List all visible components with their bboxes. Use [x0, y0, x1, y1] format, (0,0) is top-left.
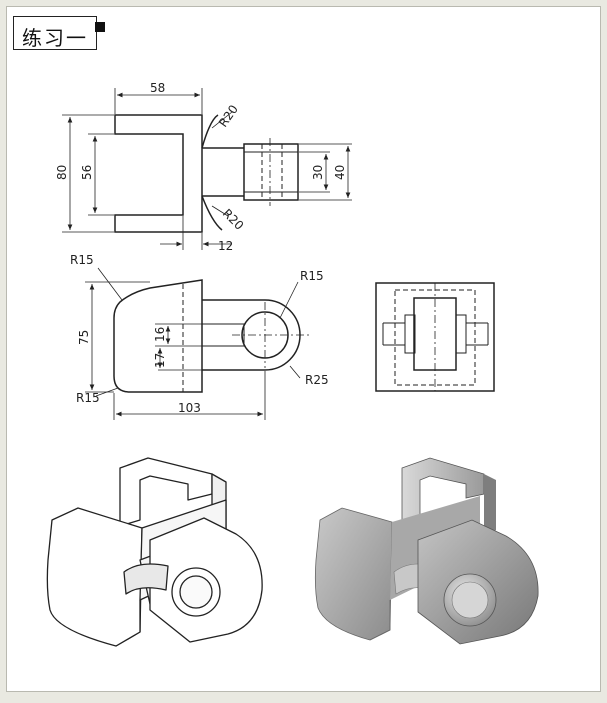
side-view — [375, 282, 495, 392]
isometric-line-drawing — [46, 457, 263, 647]
top-view — [114, 114, 299, 233]
top-view-fillet-lower — [201, 195, 223, 231]
dim-front-d2: 17 — [153, 353, 167, 368]
dim-front-r-outer: R25 — [305, 373, 329, 387]
dim-top-lug-width: 30 — [311, 165, 325, 180]
front-view — [113, 279, 310, 393]
dim-top-offset: 12 — [218, 239, 233, 253]
title-box: 练习一 — [13, 16, 97, 50]
dim-front-r-lower-left: R15 — [76, 391, 100, 405]
dim-top-fillet-upper: R20 — [216, 102, 241, 129]
dim-front-length: 103 — [178, 401, 201, 415]
title-corner-mark — [95, 22, 105, 32]
window-bottom-edge — [0, 692, 607, 703]
dim-front-r-upper-left: R15 — [70, 253, 94, 267]
dim-top-fillet-lower: R20 — [220, 206, 247, 233]
dim-front-r-hole: R15 — [300, 269, 324, 283]
dim-top-lug-outer: 40 — [333, 165, 347, 180]
isometric-shaded-render — [314, 457, 539, 645]
top-view-dimensions — [62, 88, 352, 250]
dim-top-height-outer: 80 — [55, 165, 69, 180]
top-view-fillet-upper — [201, 114, 219, 149]
dim-front-d1: 16 — [153, 327, 167, 342]
dim-top-height-inner: 56 — [80, 165, 94, 180]
dim-top-width: 58 — [150, 81, 165, 95]
top-view-u-outline — [114, 114, 203, 233]
front-view-dimensions — [85, 267, 301, 420]
dim-front-height: 75 — [77, 330, 91, 345]
top-view-lug — [243, 143, 299, 201]
front-view-block — [113, 279, 203, 393]
page-title: 练习一 — [22, 26, 88, 50]
